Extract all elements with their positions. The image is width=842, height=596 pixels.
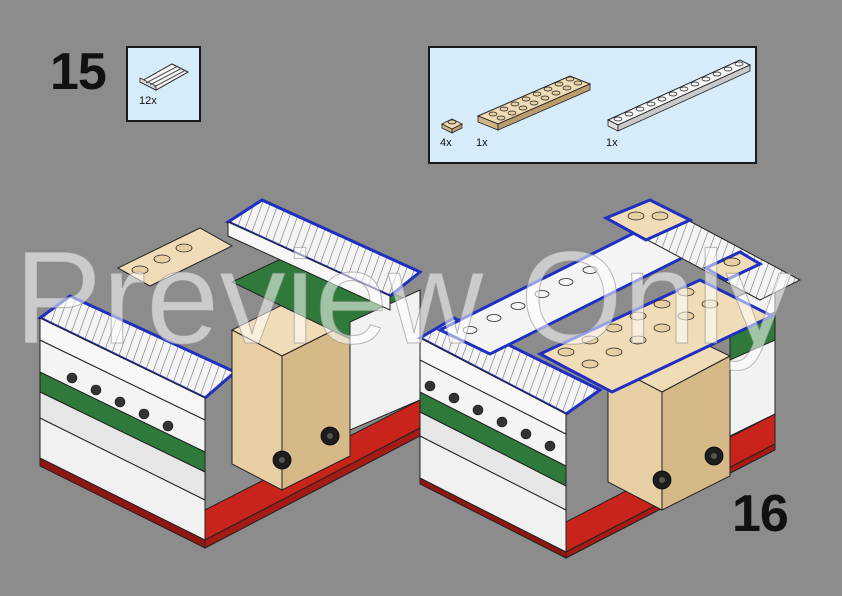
step16-model xyxy=(420,200,800,558)
step15-model xyxy=(40,200,420,548)
